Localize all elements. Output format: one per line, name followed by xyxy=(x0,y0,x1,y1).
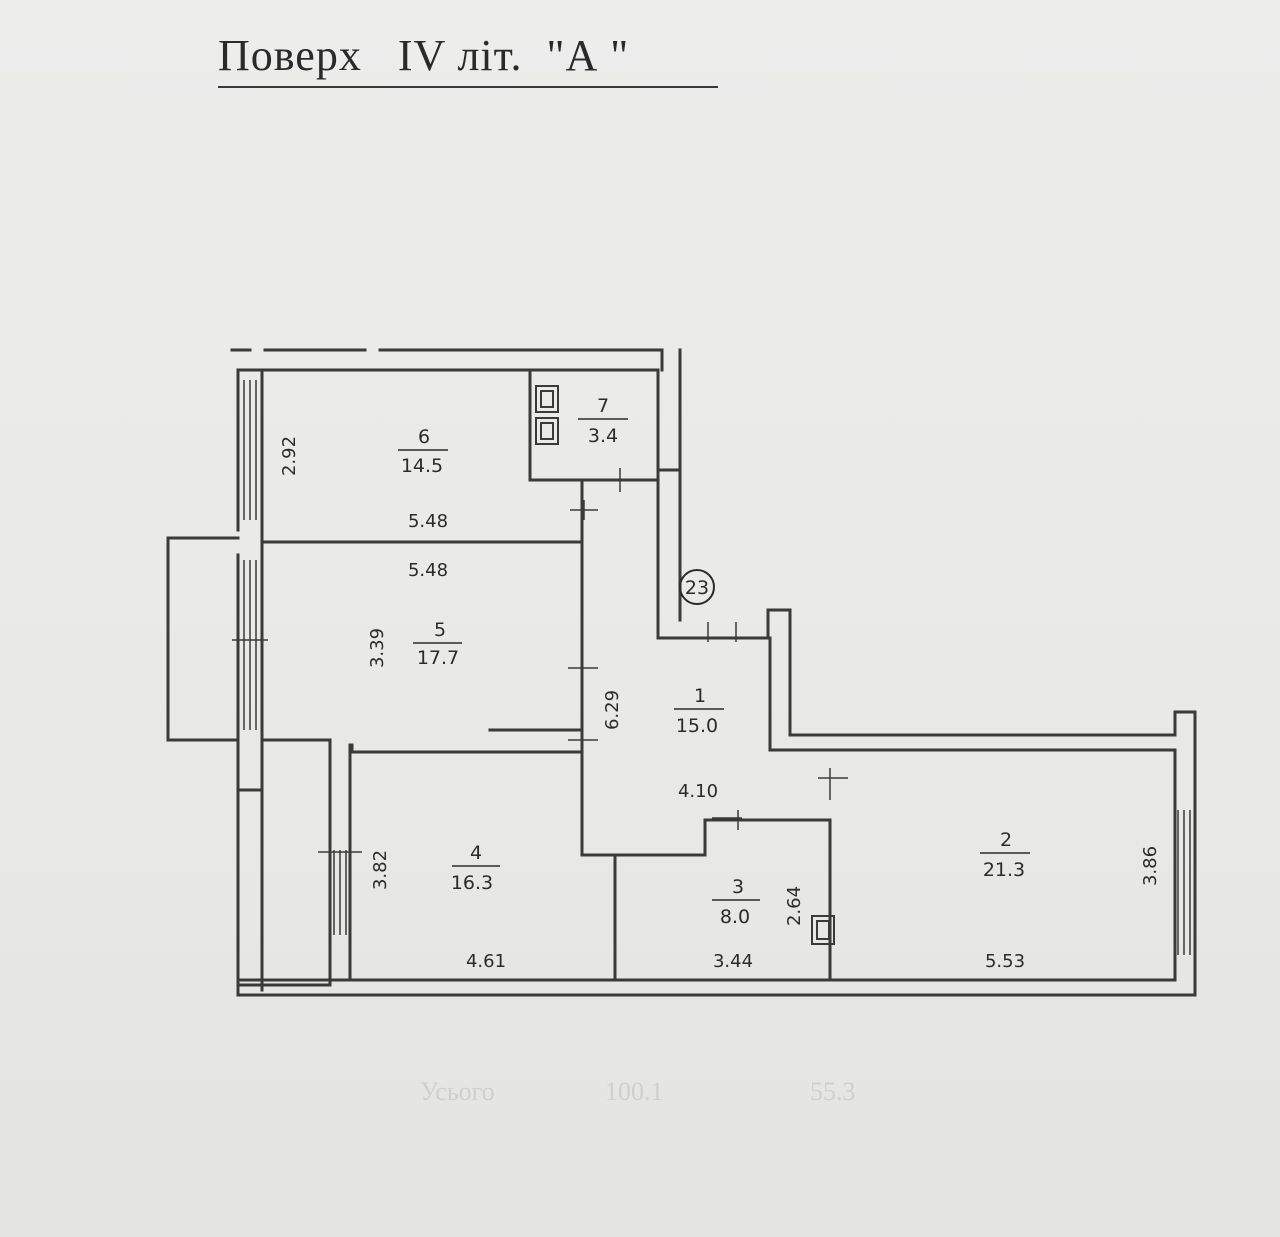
marker-number: 23 xyxy=(685,577,709,599)
show-through-text: Усього 100.1 55.3 xyxy=(420,1077,856,1106)
door-room2 xyxy=(818,768,848,800)
dim-room5-width: 5.48 xyxy=(408,560,448,581)
dim-room5-height: 3.39 xyxy=(367,628,388,668)
dim-room3-height: 2.64 xyxy=(784,886,805,926)
ghost-living-area: 55.3 xyxy=(810,1077,856,1106)
dim-room6-height: 2.92 xyxy=(279,436,300,476)
room5-number: 5 xyxy=(434,619,446,641)
room5-area: 17.7 xyxy=(417,647,459,669)
room7-number: 7 xyxy=(597,395,609,417)
marker-circle xyxy=(679,569,715,605)
ghost-total-label: Усього xyxy=(420,1077,495,1106)
window-room4 xyxy=(333,850,347,935)
dim-room6-width: 5.48 xyxy=(408,511,448,532)
balcony xyxy=(166,536,240,742)
window-room2 xyxy=(1177,810,1191,955)
door-room3 xyxy=(712,810,742,830)
dim-room4-height: 3.82 xyxy=(370,850,391,890)
window-room6 xyxy=(243,380,257,520)
windows xyxy=(243,380,1191,955)
fixtures xyxy=(535,385,835,945)
wall-room2-top xyxy=(768,636,1177,752)
room6-area: 14.5 xyxy=(401,455,443,477)
room1-area: 15.0 xyxy=(676,715,718,737)
dim-room2-height: 3.86 xyxy=(1140,846,1161,886)
wall-left xyxy=(236,368,264,992)
door-corridor-notch xyxy=(707,622,737,642)
room4-area: 16.3 xyxy=(451,872,493,894)
fixture-room7-bottom xyxy=(535,417,559,445)
room1-number: 1 xyxy=(694,685,706,707)
wall-room4 xyxy=(236,743,352,987)
wall-bottom xyxy=(236,978,1197,997)
fixture-room3-inner xyxy=(816,920,830,940)
fixture-room7-inner2 xyxy=(540,422,554,440)
ghost-total-area: 100.1 xyxy=(605,1077,664,1106)
window-room5 xyxy=(243,560,257,730)
dim-room2-width: 5.53 xyxy=(985,951,1025,972)
room-labels: 6 14.5 7 3.4 5 17.7 1 15.0 4 16.3 3 8.0 … xyxy=(398,395,1030,928)
fixture-room7-inner1 xyxy=(540,390,554,408)
door-room7 xyxy=(605,468,650,492)
fixture-room7-top xyxy=(535,385,559,413)
room4-number: 4 xyxy=(470,842,482,864)
dim-room1-height: 6.29 xyxy=(602,690,623,730)
dim-room4-width: 4.61 xyxy=(466,951,506,972)
room6-number: 6 xyxy=(418,426,430,448)
wall-room5-bottom xyxy=(260,728,582,754)
room2-number: 2 xyxy=(1000,829,1012,851)
room3-area: 8.0 xyxy=(720,906,750,928)
room7-area: 3.4 xyxy=(588,425,618,447)
door-room6 xyxy=(570,500,598,520)
dim-room1-width: 4.10 xyxy=(678,781,718,802)
title-underline xyxy=(218,86,718,88)
wall-notch xyxy=(656,478,1197,997)
room2-area: 21.3 xyxy=(983,859,1025,881)
doors xyxy=(232,468,848,853)
wall-top xyxy=(230,348,664,372)
room3-number: 3 xyxy=(732,876,744,898)
door-room5 xyxy=(568,667,598,741)
dim-room3-width: 3.44 xyxy=(713,951,753,972)
wall-room3 xyxy=(613,818,832,982)
fixture-room3 xyxy=(811,915,835,945)
wall-room6-top xyxy=(260,368,662,472)
dimension-labels: 5.48 2.92 5.48 3.39 6.29 4.10 3.82 4.61 … xyxy=(279,436,1161,972)
wall-corridor-top xyxy=(656,348,682,622)
floor-title: Поверх IV літ. "А " xyxy=(218,31,630,80)
